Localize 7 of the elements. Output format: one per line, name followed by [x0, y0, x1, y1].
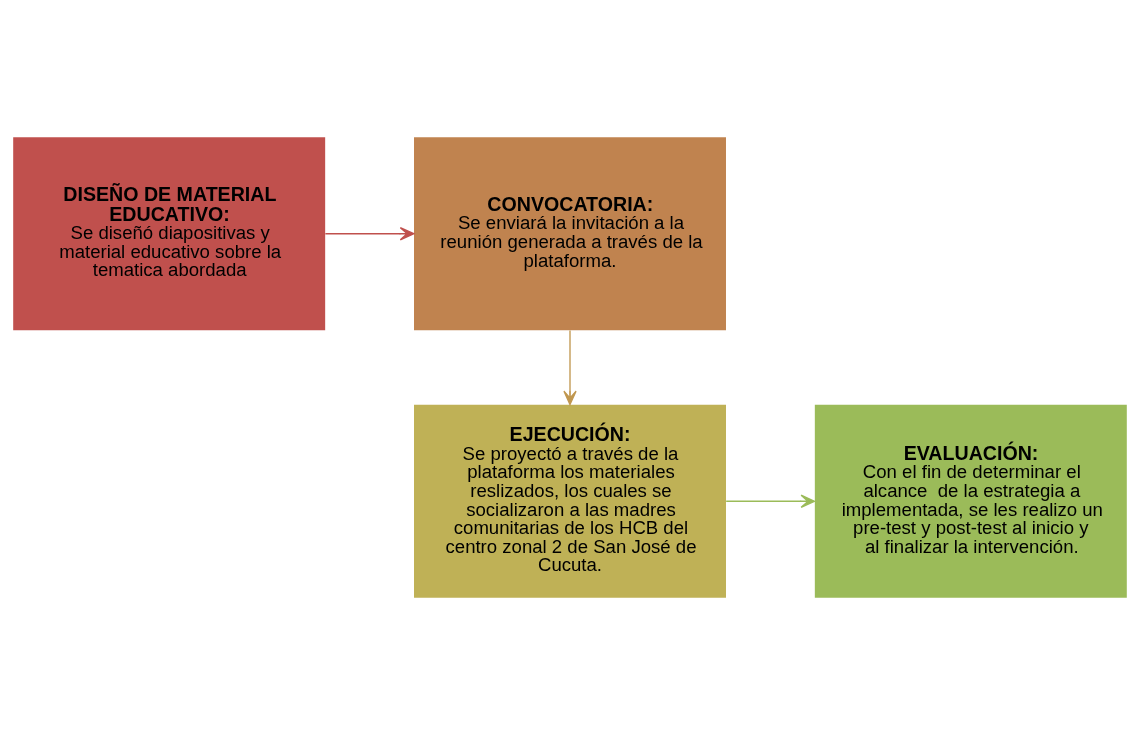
arrow [725, 494, 816, 508]
node-box: EJECUCIÓN: Se proyectó a través de la plataforma los materiales reslizados, los cuales se socializaron a las madres comunitarias de los HCB del centro zonal 2 de San José de Cucuta. [414, 404, 726, 598]
arrow [324, 227, 415, 241]
node-box: CONVOCATORIA: Se enviará la invitación a la reunión generada a través de la plataforma. [414, 137, 726, 331]
arrow [563, 329, 577, 406]
node-box: DISEÑO DE MATERIAL EDUCATIVO: Se diseñó diapositivas y material educativo sobre la tematica abordada [13, 137, 326, 331]
node-box: EVALUACIÓN: Con el fin de determinar el alcance de la estrategia a implementada, se les realizo un pre-test y post-test al inicio y al finalizar la intervención. [814, 404, 1127, 598]
